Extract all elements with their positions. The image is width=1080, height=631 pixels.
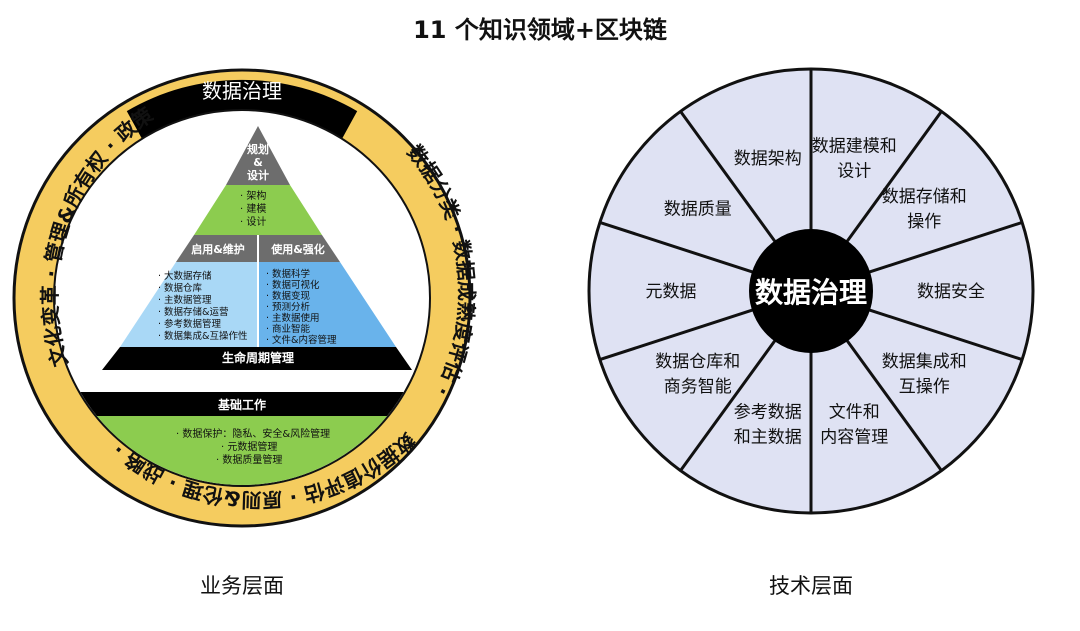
use-item: · 商业智能 [266,323,311,335]
use-item: · 数据变现 [266,290,311,302]
lifecycle-bar [102,347,412,370]
wheel-segment-label: 数据存储和 [882,187,967,207]
foundation-item: · 元数据管理 [221,440,277,453]
wheel-segment-label: 数据质量 [664,200,732,220]
technical-caption: 技术层面 [769,574,853,598]
pyramid-top [226,126,290,185]
technical-wheel: 数据建模和设计数据存储和操作数据安全数据集成和互操作文件和内容管理参考数据和主数… [587,67,1035,515]
enable-item: · 数据仓库 [158,282,203,294]
wheel-segment-label: 数据集成和 [882,352,967,372]
use-item: · 预测分析 [266,301,311,313]
wheel-segment-label: 内容管理 [820,428,888,448]
wheel-segment-label: 数据安全 [917,282,985,302]
wheel-spoke [679,110,777,244]
business-caption: 业务层面 [200,574,284,598]
business-diagram: 数据治理 数据分类 · 数据成熟度评估 · 数据价值评估 · 原则&伦理 · 战… [12,68,479,528]
foundation-bar [55,392,429,416]
design-item: · 架构 [240,189,266,202]
wheel-spoke [599,308,755,362]
enable-item: · 参考数据管理 [158,318,222,330]
use-item: · 主数据使用 [266,312,320,324]
foundation-item: · 数据保护：隐私、安全&风险管理 [176,427,330,440]
wheel-segment-label: 参考数据 [734,403,802,423]
wheel-segment-label: 数据仓库和 [655,352,740,372]
enable-item: · 主数据管理 [158,294,212,306]
foundation-label: 基础工作 [217,397,266,412]
use-item: · 数据科学 [266,268,310,280]
ring-top-label: 数据治理 [202,79,282,103]
design-item: · 设计 [240,215,266,228]
wheel-segment-label: 数据建模和 [812,136,897,156]
pyramid-use-body [258,262,396,347]
page-title: 11 个知识领域+区块链 [413,16,667,44]
wheel-spoke [867,220,1023,274]
use-item: · 文件&内容管理 [266,334,337,346]
pyramid-top-line: 设计 [247,168,269,182]
wheel-segment-label: 文件和 [829,403,880,423]
use-item: · 数据可视化 [266,279,320,291]
wheel-spoke [679,338,777,472]
pyramid-use-header [258,235,340,262]
wheel-hub-label: 数据治理 [755,276,867,309]
wheel-spoke [599,220,755,274]
foundation-items: · 数据保护：隐私、安全&风险管理 · 元数据管理 · 数据质量管理 [176,427,330,466]
enable-item: · 数据集成&互操作性 [158,330,248,342]
foundation-item: · 数据质量管理 [216,453,282,466]
enable-item: · 数据存储&运营 [158,306,228,318]
wheel-segment-label: 设计 [837,161,871,181]
lifecycle-label: 生命周期管理 [222,350,294,365]
pyramid-design [194,185,322,235]
wheel-segment-label: 和主数据 [734,428,802,448]
wheel-segment-label: 互操作 [899,377,950,397]
wheel-spoke [845,110,943,244]
wheel-spoke [845,338,943,472]
wheel-segment-label: 元数据 [646,282,697,302]
enable-header-label: 启用&维护 [191,242,245,256]
design-item: · 建模 [240,202,266,215]
pyramid-enable-header [176,235,258,262]
pyramid-top-line: 规划 [247,142,269,156]
wheel-hub [749,229,873,353]
use-header-label: 使用&强化 [270,242,325,256]
wheel-segment-label: 商务智能 [664,377,732,397]
enable-item: · 大数据存储 [158,270,212,282]
wheel-segment-label: 数据架构 [734,149,802,169]
wheel-spoke [867,308,1023,362]
wheel-segment-label: 操作 [907,212,941,232]
pyramid-enable-body [120,262,258,347]
pyramid-top-line: & [253,156,263,169]
